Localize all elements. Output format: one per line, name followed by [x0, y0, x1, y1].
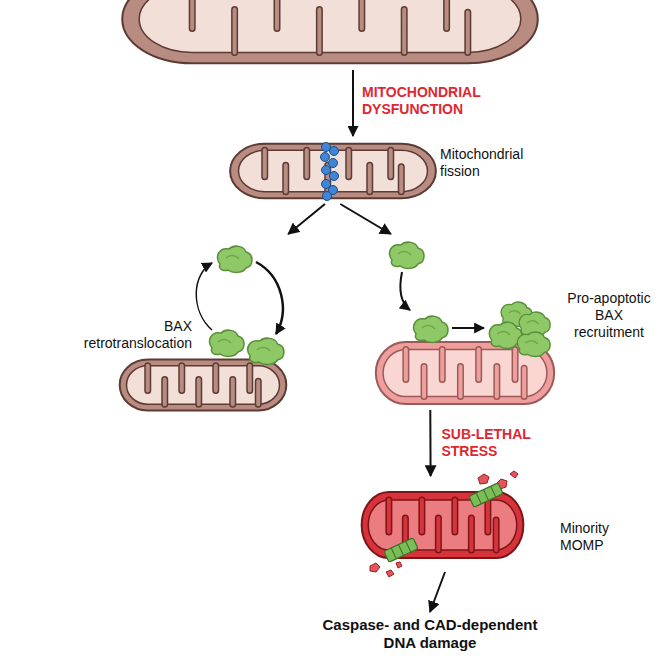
node-label: Caspase- and CAD-dependent DNA damage — [305, 614, 555, 654]
fission-node: Mitochondrial fission — [228, 140, 436, 202]
stress-label: MITOCHONDRIAL DYSFUNCTION — [362, 84, 492, 118]
retrotranslocation-node: BAX retrotranslocation — [118, 236, 290, 414]
node-label: Minority MOMP — [560, 520, 632, 554]
retrotranslocation-illustration — [120, 246, 287, 410]
fission-mitochondrion — [230, 143, 436, 201]
arrow-connector — [430, 572, 445, 612]
momp-illustration — [362, 471, 524, 577]
outcome-node: Caspase- and CAD-dependent DNA damage — [305, 614, 555, 654]
recruitment-node: Pro-apoptotic BAX recruitment — [372, 236, 560, 408]
arrow-connector — [288, 204, 325, 234]
momp-node: Minority MOMP — [355, 478, 535, 570]
healthy-mitochondrion — [122, 0, 538, 63]
fission-dots — [321, 143, 339, 201]
arrow-connector — [429, 410, 431, 476]
node-label: BAX retrotranslocation — [62, 318, 192, 352]
node-label: Mitochondrial fission — [440, 146, 552, 180]
dysfunction-arrow — [352, 70, 354, 136]
node-label: Pro-apoptotic BAX recruitment — [562, 290, 656, 341]
edge-label: SUB-LETHAL STRESS — [439, 425, 547, 461]
recruitment-illustration — [376, 242, 554, 404]
arrow-connector — [340, 204, 390, 234]
